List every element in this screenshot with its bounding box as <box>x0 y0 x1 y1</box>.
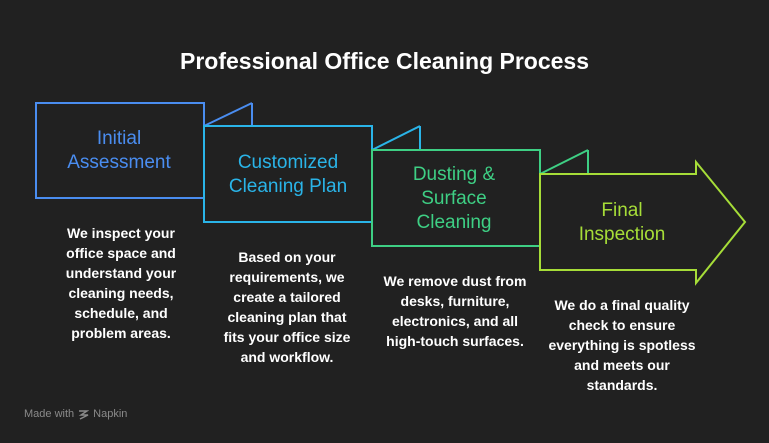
step-3-edge <box>539 149 589 175</box>
footer: Made with Napkin <box>24 408 127 420</box>
napkin-logo-icon <box>78 409 90 420</box>
diagram-title: Professional Office Cleaning Process <box>179 48 590 74</box>
step-2-label: Customized Cleaning Plan <box>228 152 348 197</box>
brand-name: Napkin <box>93 408 128 420</box>
step-3-label: Dusting & Surface Cleaning <box>412 164 496 233</box>
step-2-description: Based on your requirements, we create a … <box>223 249 351 365</box>
step-4-label: Final Inspection <box>578 200 666 245</box>
step-1-label: Initial Assessment <box>67 128 171 173</box>
step-1-edge <box>203 102 253 127</box>
made-with-text: Made with <box>24 408 75 420</box>
step-4-arrow <box>539 159 747 286</box>
step-1-description: We inspect your office space and underst… <box>65 225 177 341</box>
step-3-description: We remove dust from desks, furniture, el… <box>383 273 527 349</box>
step-4-description: We do a final quality check to ensure ev… <box>548 297 696 393</box>
step-2-edge <box>371 125 421 151</box>
